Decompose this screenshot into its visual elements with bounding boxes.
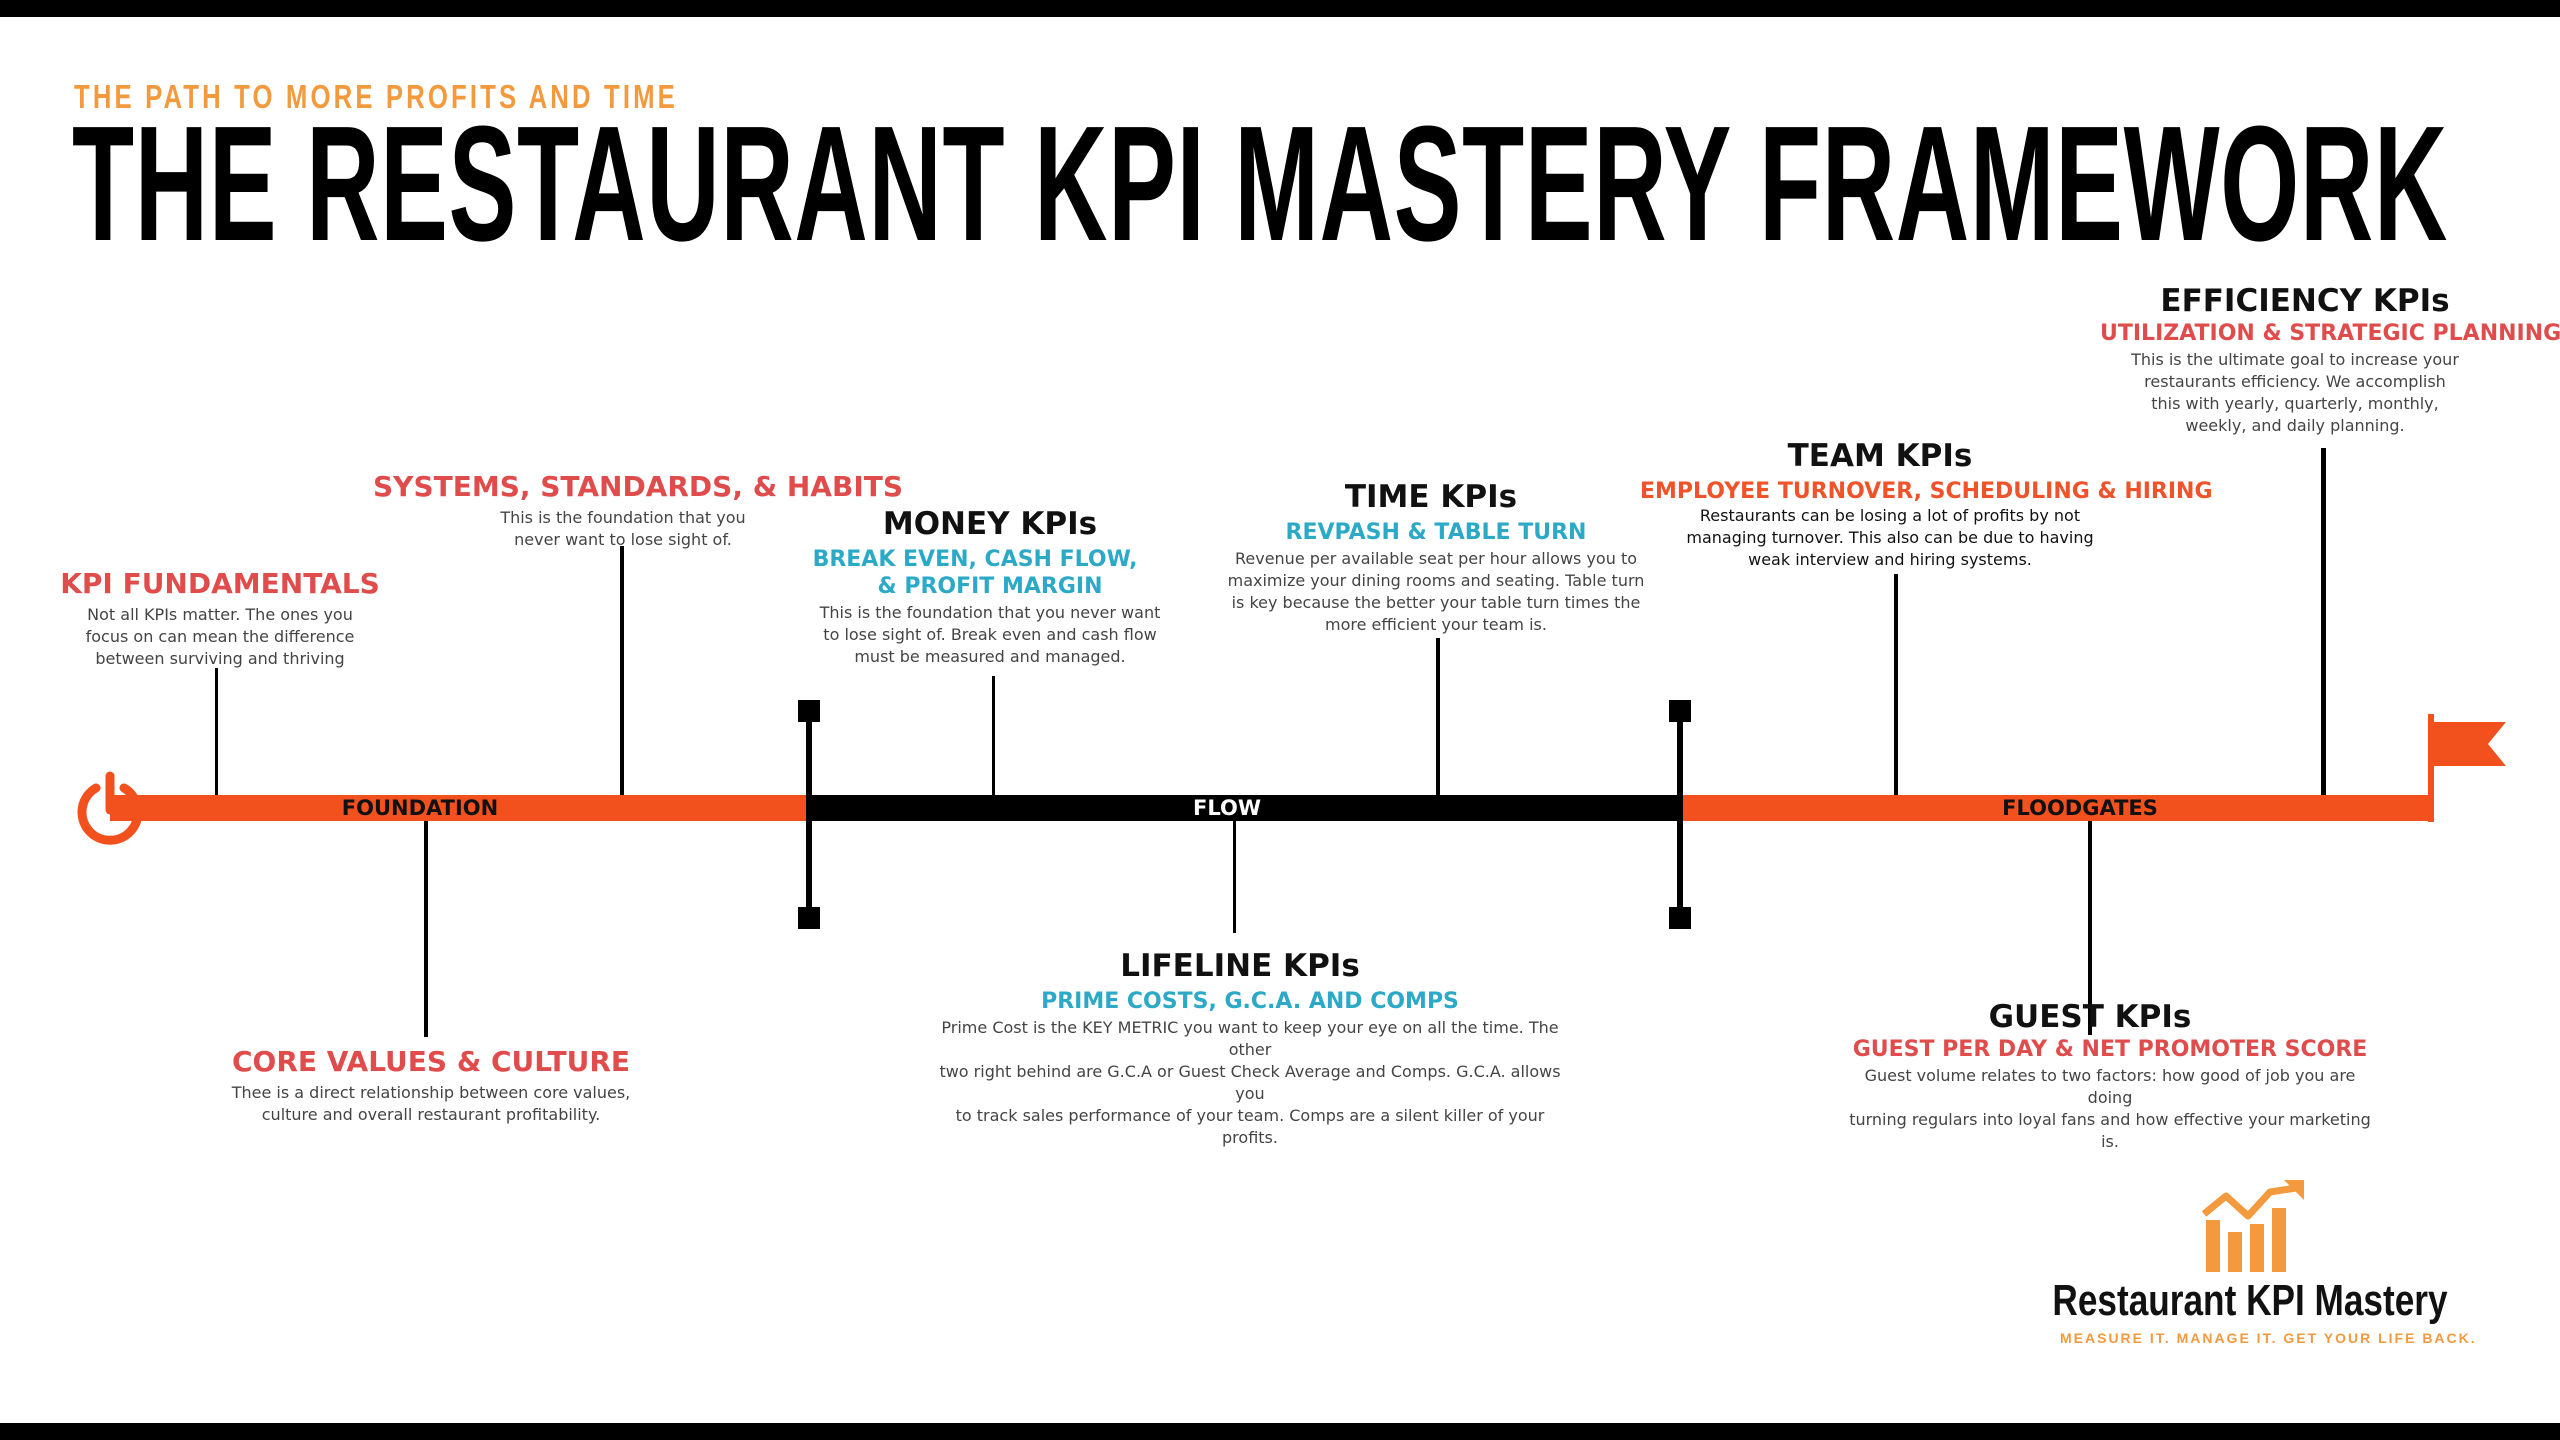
milestone-description: Not all KPIs matter. The ones you focus … (85, 605, 355, 668)
milestone-description: Prime Cost is the KEY METRIC you want to… (939, 1018, 1561, 1147)
flow-start-cap-top (798, 700, 820, 722)
tagline: THE PATH TO MORE PROFITS AND TIME (74, 78, 678, 115)
milestone-guest: GUEST KPIs GUEST PER DAY & NET PROMOTER … (1840, 998, 2380, 1153)
milestone-title: LIFELINE KPIs (1120, 948, 1360, 984)
connector-systems (620, 546, 624, 795)
milestone-title: KPI FUNDAMENTALS (60, 567, 380, 600)
flow-end-cap-bottom (1669, 907, 1691, 929)
milestone-systems: SYSTEMS, STANDARDS, & HABITS This is the… (373, 469, 904, 551)
page-title: THE RESTAURANT KPI MASTERY FRAMEWORK (72, 92, 2449, 275)
logo-tagline: MEASURE IT. MANAGE IT. GET YOUR LIFE BAC… (2060, 1330, 2477, 1346)
connector-team (1894, 574, 1898, 795)
milestone-description: Guest volume relates to two factors: how… (1849, 1066, 2371, 1151)
phase-label-flow: FLOW (1193, 796, 1261, 820)
connector-time (1436, 638, 1440, 795)
milestone-lifeline: LIFELINE KPIs PRIME COSTS, G.C.A. AND CO… (930, 947, 1570, 1149)
milestone-title: GUEST KPIs (1988, 999, 2192, 1035)
milestone-description: Thee is a direct relationship between co… (231, 1083, 631, 1124)
milestone-kpi-fundamentals: KPI FUNDAMENTALS Not all KPIs matter. Th… (40, 566, 400, 670)
connector-lifeline (1233, 821, 1236, 933)
milestone-title: MONEY KPIs (882, 506, 1098, 542)
milestone-subtitle: EMPLOYEE TURNOVER, SCHEDULING & HIRING (1640, 479, 2213, 504)
milestone-team: TEAM KPIs EMPLOYEE TURNOVER, SCHEDULING … (1640, 437, 2213, 571)
flow-start-cap-bottom (798, 907, 820, 929)
phase-label-floodgates: FLOODGATES (2002, 796, 2158, 820)
connector-money (992, 676, 995, 795)
foundation-segment (110, 795, 808, 821)
milestone-subtitle: PRIME COSTS, G.C.A. AND COMPS (1041, 989, 1459, 1014)
flow-segment (808, 795, 1680, 821)
flow-end-marker (1677, 712, 1683, 924)
milestone-title: TIME KPIs (1344, 479, 1518, 515)
milestone-description: This is the foundation that you never wa… (819, 603, 1161, 666)
connector-guest (2088, 821, 2092, 1035)
rising-chart-icon (2201, 1180, 2304, 1272)
milestone-description: Restaurants can be losing a lot of profi… (1686, 506, 2094, 569)
milestone-title: TEAM KPIs (1787, 438, 1973, 474)
phase-label-foundation: FOUNDATION (341, 796, 499, 820)
milestone-title: EFFICIENCY KPIs (2160, 283, 2450, 319)
milestone-efficiency: EFFICIENCY KPIs UTILIZATION & STRATEGIC … (2100, 282, 2560, 437)
milestone-title: SYSTEMS, STANDARDS, & HABITS (373, 470, 904, 503)
flow-end-cap-top (1669, 700, 1691, 722)
connector-kpi-fundamentals (215, 668, 218, 795)
milestone-subtitle: UTILIZATION & STRATEGIC PLANNING (2100, 321, 2560, 346)
power-icon (77, 771, 143, 845)
bottom-border (0, 1423, 2560, 1440)
milestone-description: This is the ultimate goal to increase yo… (2131, 350, 2459, 435)
top-border (0, 0, 2560, 17)
milestone-core-values: CORE VALUES & CULTURE Thee is a direct r… (206, 1044, 656, 1126)
milestone-subtitle: BREAK EVEN, CASH FLOW, & PROFIT MARGIN (812, 547, 1138, 599)
milestone-subtitle: GUEST PER DAY & NET PROMOTER SCORE (1852, 1037, 2368, 1062)
milestone-description: Revenue per available seat per hour allo… (1227, 549, 1645, 634)
flag-icon (2428, 714, 2506, 822)
milestone-title: CORE VALUES & CULTURE (231, 1045, 631, 1078)
connector-core-values (424, 821, 428, 1037)
connector-efficiency (2321, 448, 2326, 795)
floodgates-segment (1680, 795, 2430, 821)
milestone-description: This is the foundation that you never wa… (500, 508, 746, 549)
milestone-time: TIME KPIs REVPASH & TABLE TURN Revenue p… (1216, 478, 1656, 636)
milestone-subtitle: REVPASH & TABLE TURN (1285, 520, 1587, 545)
logo-name: Restaurant KPI Mastery (2052, 1276, 2448, 1325)
milestone-money: MONEY KPIs BREAK EVEN, CASH FLOW, & PROF… (800, 505, 1180, 668)
flow-start-marker (806, 712, 812, 924)
